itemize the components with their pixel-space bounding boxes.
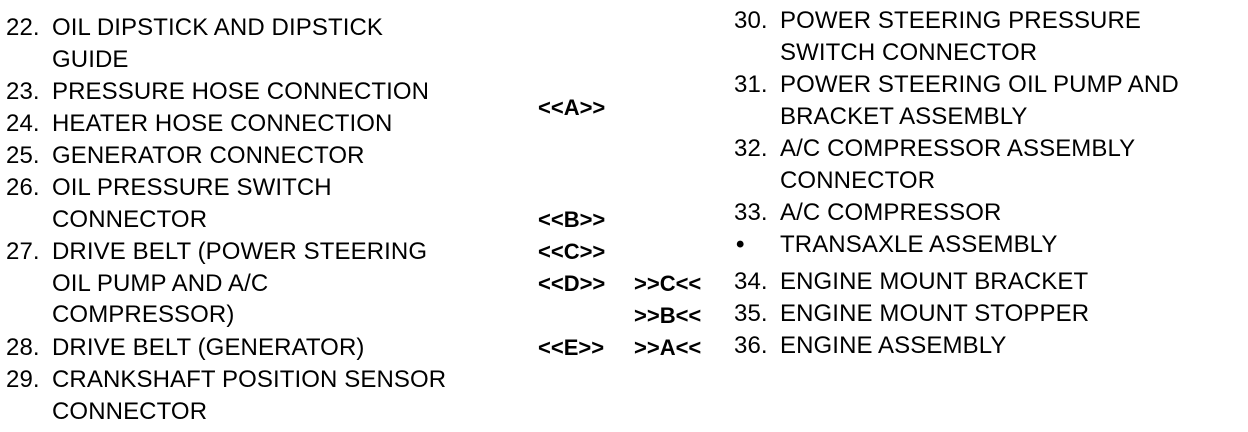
removal-ref-b: <<B>> [538, 207, 606, 232]
removal-ref-e: <<E>> [538, 335, 605, 360]
install-ref-b: >>B<< [634, 303, 702, 328]
item-text-line: CRANKSHAFT POSITION SENSOR [52, 366, 447, 393]
item-text-line: A/C COMPRESSOR ASSEMBLY [780, 135, 1136, 162]
item-text-line: BRACKET ASSEMBLY [780, 102, 1028, 130]
item-number: 35. [734, 300, 768, 327]
item-number: 33. [734, 199, 768, 226]
removal-ref-a: <<A>> [538, 95, 606, 120]
item-number: 31. [734, 71, 768, 98]
item-text-line: CONNECTOR [52, 205, 208, 233]
item-number: 36. [734, 332, 768, 359]
item-text-line: ENGINE MOUNT STOPPER [780, 300, 1090, 327]
item-number: 24. [6, 110, 40, 137]
item-text-line: OIL PUMP AND A/C [52, 269, 269, 297]
item-text-line: COMPRESSOR) [52, 301, 235, 328]
item-text-line: ENGINE ASSEMBLY [780, 332, 1007, 359]
removal-ref-d: <<D>> [538, 271, 606, 296]
item-text-line: DRIVE BELT (POWER STEERING [52, 238, 428, 265]
item-text-line: HEATER HOSE CONNECTION [52, 110, 393, 137]
item-text-line: CONNECTOR [780, 166, 936, 194]
item-text-line: PRESSURE HOSE CONNECTION [52, 78, 430, 105]
item-number: 29. [6, 366, 40, 393]
item-text-line: CONNECTOR [52, 397, 208, 425]
item-text-line: OIL DIPSTICK AND DIPSTICK [52, 14, 384, 41]
item-number: 30. [734, 7, 768, 34]
item-number: 28. [6, 334, 40, 361]
bullet-icon: • [736, 231, 745, 258]
item-number: 23. [6, 78, 40, 105]
item-text-line: ENGINE MOUNT BRACKET [780, 268, 1089, 295]
item-text-line: POWER STEERING OIL PUMP AND [780, 71, 1179, 98]
item-number: 34. [734, 268, 768, 295]
item-number: 27. [6, 238, 40, 265]
item-number: 25. [6, 142, 40, 169]
item-number: 32. [734, 135, 768, 162]
item-text-line: OIL PRESSURE SWITCH [52, 174, 332, 201]
item-text-line: GENERATOR CONNECTOR [52, 142, 365, 169]
item-text-line: SWITCH CONNECTOR [780, 38, 1038, 66]
item-number: 26. [6, 174, 40, 201]
item-text-line: TRANSAXLE ASSEMBLY [780, 231, 1058, 258]
removal-ref-c: <<C>> [538, 239, 606, 264]
item-text-line: POWER STEERING PRESSURE [780, 7, 1142, 34]
install-ref-c: >>C<< [634, 271, 702, 296]
item-number: 22. [6, 14, 40, 41]
item-text-line: GUIDE [52, 45, 129, 73]
install-ref-a: >>A<< [634, 335, 702, 360]
item-text-line: DRIVE BELT (GENERATOR) [52, 334, 365, 361]
item-text-line: A/C COMPRESSOR [780, 199, 1002, 226]
